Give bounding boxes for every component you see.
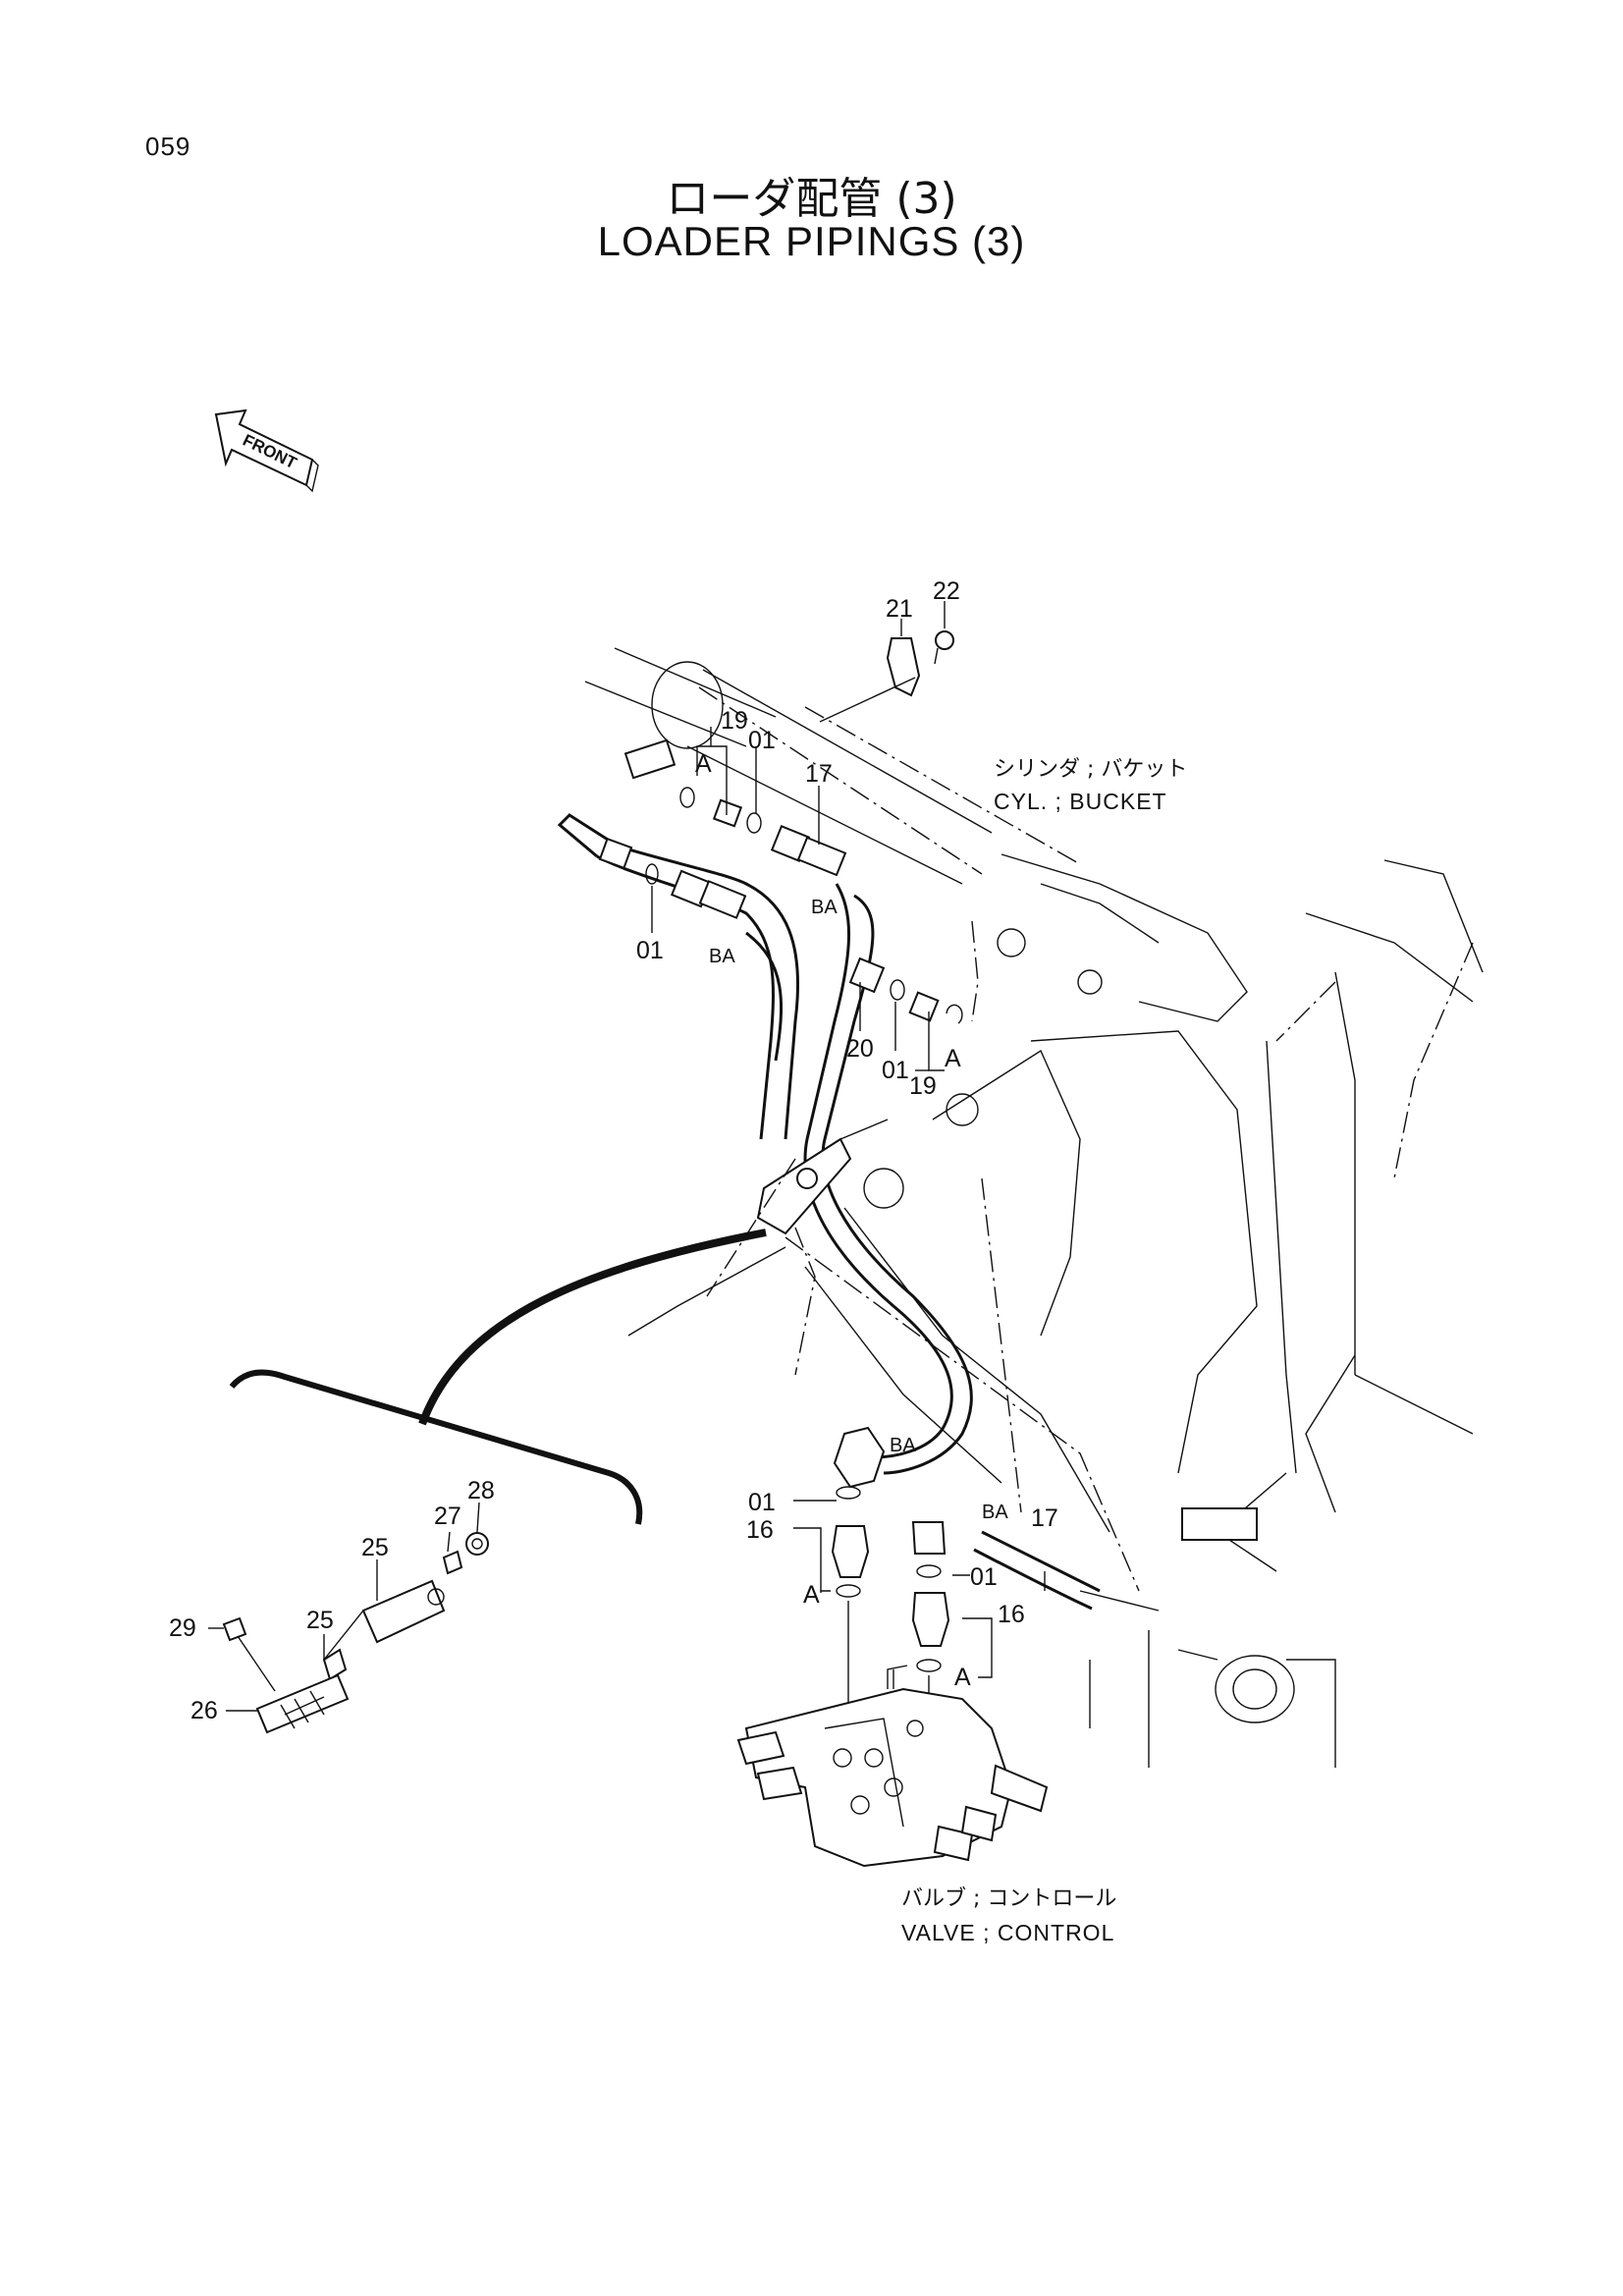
callout-BA-lower-right: BA — [982, 1502, 1008, 1523]
callout-01-left: 01 — [636, 937, 664, 964]
callout-A-lower-left: A — [803, 1581, 820, 1609]
front-arrow-icon: FRONT — [214, 409, 319, 493]
caption-valve-en: VALVE ; CONTROL — [901, 1920, 1114, 1945]
fittings-lower — [831, 1426, 950, 1748]
callout-25-lower: 25 — [306, 1607, 334, 1634]
loader-arm-frame — [784, 859, 1484, 1768]
callout-A-upper: A — [695, 750, 712, 778]
bucket-cylinder-drawing — [584, 647, 1248, 1022]
page-number: 059 — [145, 132, 191, 161]
callout-01-lower-right: 01 — [970, 1563, 998, 1591]
hose-clamp — [756, 1119, 889, 1235]
callout-16-right: 16 — [998, 1601, 1025, 1628]
callout-A-lower-right: A — [954, 1664, 971, 1691]
callout-01-mid: 01 — [882, 1057, 909, 1084]
callout-21: 21 — [886, 595, 913, 623]
callout-leaders — [208, 601, 1046, 1712]
callout-01-upper: 01 — [748, 727, 776, 754]
caption-valve-jp: バルブ ; コントロール — [901, 1886, 1116, 1911]
title-english: LOADER PIPINGS (3) — [597, 218, 1026, 264]
callout-labels: 21 22 19 01 17 A 01 BA BA 20 01 19 A BA … — [169, 577, 1058, 1724]
callout-20: 20 — [846, 1035, 874, 1063]
callout-BA-left: BA — [709, 946, 735, 967]
callout-27: 27 — [434, 1503, 461, 1530]
callout-26: 26 — [190, 1697, 218, 1724]
title-japanese: ローダ配管 (3) — [666, 174, 957, 224]
callout-BA-lower-left: BA — [890, 1435, 916, 1456]
fittings-upper — [598, 630, 979, 1024]
callout-17-upper: 17 — [805, 760, 833, 788]
callout-A-mid: A — [945, 1045, 961, 1072]
callout-17-lower: 17 — [1031, 1504, 1058, 1532]
clamp-assembly-detail — [222, 1532, 489, 1734]
callout-01-lower-left: 01 — [748, 1489, 776, 1516]
callout-28: 28 — [467, 1477, 495, 1504]
callout-25-upper: 25 — [361, 1534, 389, 1561]
callout-19-mid: 19 — [909, 1072, 937, 1100]
callout-16-left: 16 — [746, 1516, 774, 1544]
caption-cylinder-en: CYL. ; BUCKET — [994, 789, 1167, 814]
caption-cylinder-jp: シリンダ ; バケット — [994, 757, 1187, 782]
callout-19-upper: 19 — [721, 707, 748, 735]
detail-bracket — [229, 1158, 816, 1525]
callout-22: 22 — [933, 577, 960, 605]
callout-BA-mid: BA — [811, 897, 838, 918]
component-captions: シリンダ ; バケット CYL. ; BUCKET バルブ ; コントロール V… — [901, 757, 1187, 1945]
callout-29: 29 — [169, 1614, 196, 1642]
hydraulic-hoses — [557, 813, 1101, 1611]
front-label: FRONT — [240, 431, 300, 473]
control-valve-drawing — [736, 1665, 1049, 1868]
